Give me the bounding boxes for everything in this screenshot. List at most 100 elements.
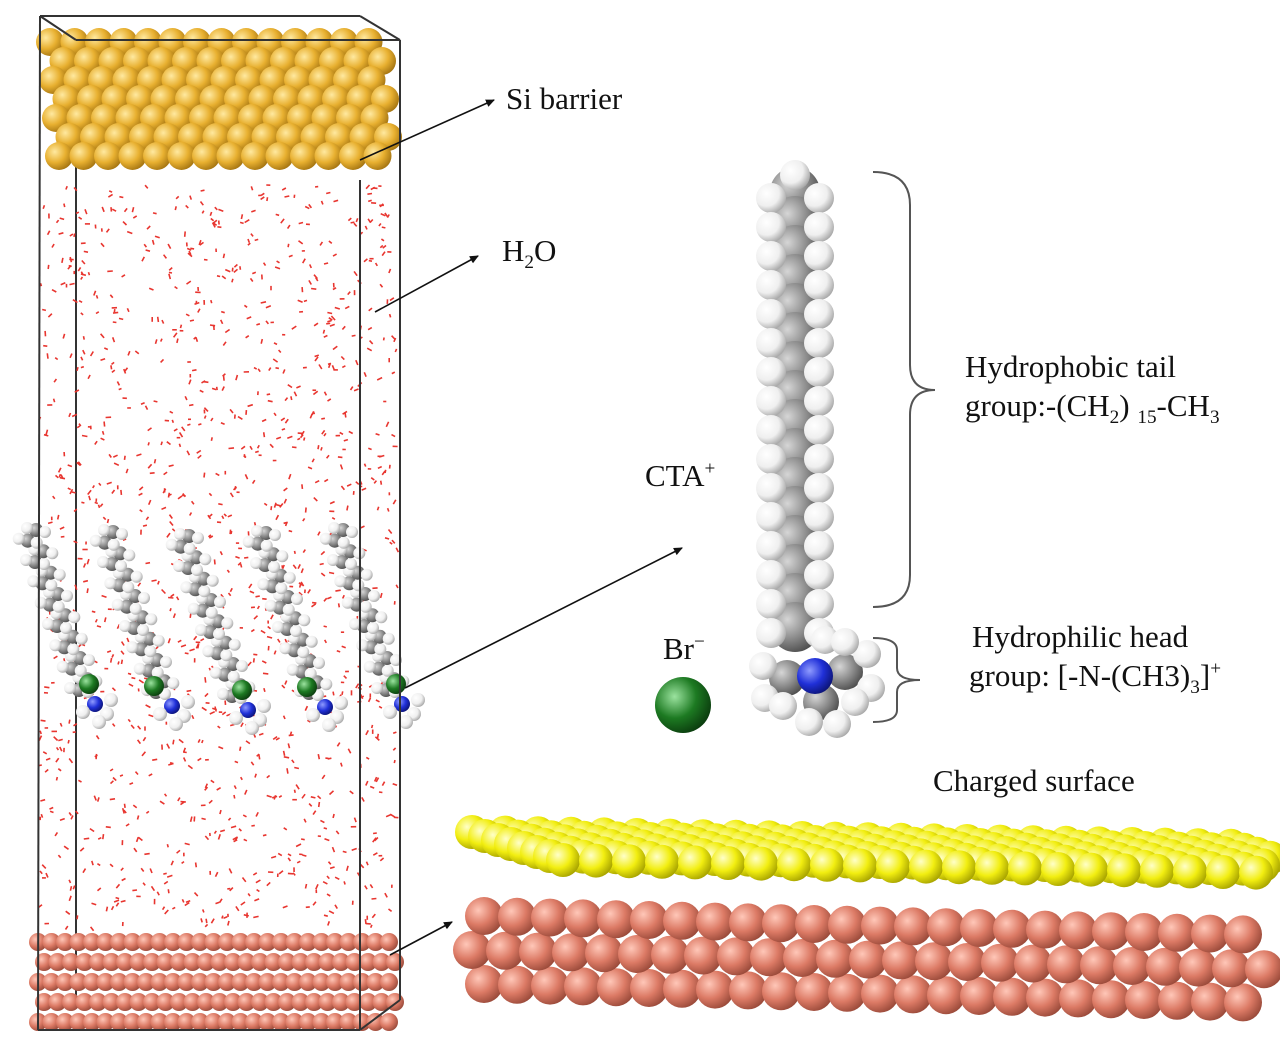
water-molecule [162, 254, 168, 259]
water-molecule [69, 353, 73, 359]
surface-atom [783, 939, 821, 977]
water-molecule [199, 201, 204, 206]
hydrogen-atom [282, 603, 295, 616]
water-molecule [204, 692, 209, 698]
water-molecule [254, 773, 257, 778]
surface-atom [129, 993, 148, 1011]
water-molecule [276, 436, 282, 440]
surface-atom [552, 933, 590, 972]
water-molecule [296, 860, 301, 864]
water-molecule [44, 686, 50, 689]
water-molecule [45, 757, 51, 761]
water-molecule [123, 368, 127, 374]
water-molecule [210, 217, 215, 222]
water-molecule [57, 467, 62, 473]
water-molecule [94, 618, 98, 623]
surface-atom [264, 953, 283, 971]
water-molecule [76, 915, 79, 920]
water-molecule [369, 924, 373, 929]
water-molecule [237, 415, 243, 420]
water-molecule [51, 288, 57, 293]
water-molecule [266, 774, 271, 779]
surface-atom [663, 901, 701, 940]
hydrogen-atom [181, 695, 195, 709]
water-molecule [82, 563, 87, 568]
hydrogen-atom [328, 522, 340, 534]
water-molecule [329, 500, 335, 505]
water-molecule [161, 506, 167, 511]
hydrogen-atom [111, 598, 124, 611]
water-molecule [241, 877, 247, 883]
water-molecule [205, 918, 208, 924]
surface-atom [915, 942, 953, 981]
surface-atom [948, 943, 986, 981]
water-molecule [253, 615, 259, 620]
water-molecule [196, 449, 202, 454]
water-molecule [59, 526, 65, 530]
surface-atom [1059, 979, 1097, 1018]
water-molecule [82, 336, 85, 340]
water-molecule [229, 408, 234, 414]
hydrogen-atom [356, 639, 369, 652]
water-molecule [78, 779, 82, 783]
water-molecule [68, 879, 72, 884]
si-barrier-slab [36, 28, 402, 170]
water-molecule [348, 430, 354, 435]
water-molecule [53, 736, 59, 742]
water-molecule [313, 322, 319, 327]
water-molecule [288, 734, 294, 737]
water-molecule [282, 905, 288, 909]
surface-atom [231, 1013, 250, 1031]
surface-atom [102, 993, 121, 1011]
water-molecule [327, 311, 333, 315]
water-molecule [98, 482, 102, 487]
water-molecule [265, 304, 272, 309]
surface-atom [245, 933, 263, 951]
water-molecule [310, 287, 317, 290]
water-molecule [275, 737, 280, 741]
water-molecule [323, 597, 328, 602]
water-molecule [365, 861, 369, 866]
water-molecule [67, 487, 72, 491]
water-molecule [55, 757, 60, 763]
surface-atom [191, 973, 209, 991]
surface-atom [630, 969, 668, 1007]
surface-atom [258, 1013, 277, 1031]
water-molecule [341, 645, 346, 649]
water-molecule [72, 299, 78, 304]
water-molecule [378, 454, 385, 458]
water-molecule [81, 501, 85, 504]
hydrogen-atom [275, 582, 288, 595]
water-molecule [88, 495, 91, 501]
water-molecule [284, 195, 290, 198]
water-molecule [181, 898, 185, 903]
water-molecule [201, 210, 205, 214]
hydrogen-atom [756, 270, 786, 300]
water-molecule [233, 268, 239, 274]
water-molecule [118, 317, 124, 321]
surface-atom [1146, 947, 1184, 986]
water-molecule [394, 348, 398, 353]
water-molecule [78, 216, 83, 220]
water-molecule [323, 334, 328, 338]
water-molecule [94, 754, 98, 758]
water-molecule [133, 847, 138, 853]
water-molecule [218, 208, 224, 212]
water-molecule [235, 374, 239, 381]
water-molecule [331, 364, 335, 371]
water-molecule [328, 240, 333, 245]
surface-atom [1026, 978, 1064, 1017]
water-molecule [288, 529, 293, 533]
water-molecule [117, 661, 120, 665]
water-molecule [168, 267, 173, 271]
head-group-line1: Hydrophilic head [972, 619, 1189, 654]
surface-atom [42, 1013, 61, 1031]
surface-atom [69, 973, 88, 991]
surface-atom [251, 993, 269, 1011]
water-molecule [189, 319, 195, 322]
water-molecule [284, 418, 289, 424]
water-molecule [239, 563, 243, 568]
hydrogen-atom [804, 444, 834, 474]
water-molecule [181, 860, 185, 865]
charged-surface-slab-in-box [29, 933, 404, 1031]
